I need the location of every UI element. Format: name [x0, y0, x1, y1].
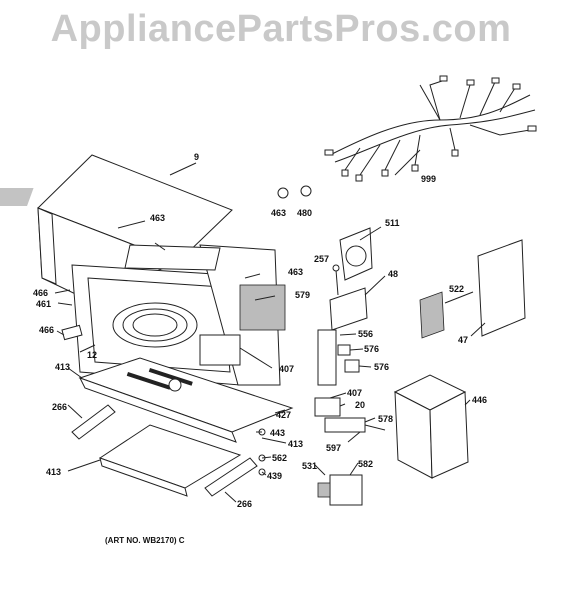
callout-522: 522	[449, 284, 464, 294]
callout-466-case: 466	[33, 288, 48, 298]
callout-461: 461	[36, 299, 51, 309]
callout-443: 443	[270, 428, 285, 438]
screw	[332, 264, 340, 296]
cavity-assembly	[124, 244, 286, 386]
leader-lines	[54, 149, 486, 503]
callout-413-base: 413	[288, 439, 303, 449]
front-panel	[71, 264, 241, 386]
callout-47: 47	[458, 335, 468, 345]
base-plate	[98, 424, 242, 497]
callout-480: 480	[297, 208, 312, 218]
knobs	[277, 185, 312, 199]
callout-531: 531	[302, 461, 317, 471]
transformer	[317, 474, 363, 506]
watermark-text: AppliancePartsPros.com	[50, 8, 512, 50]
high-voltage-parts	[314, 397, 386, 433]
switch-bracket	[329, 287, 368, 331]
art-number: (ART NO. WB2170) C	[105, 536, 185, 545]
callout-579: 579	[295, 290, 310, 300]
callout-266-left: 266	[52, 402, 67, 412]
callout-463-knob: 463	[271, 208, 286, 218]
callout-597: 597	[326, 443, 341, 453]
small-hardware	[61, 324, 266, 476]
callout-999: 999	[421, 174, 436, 184]
callout-20: 20	[355, 400, 365, 410]
callout-12: 12	[87, 350, 97, 360]
callout-463-cavity: 463	[288, 267, 303, 277]
callout-556: 556	[358, 329, 373, 339]
callout-576-upper: 576	[364, 344, 379, 354]
callout-413-plate: 413	[46, 467, 61, 477]
side-panel	[419, 239, 526, 339]
callout-407-switch: 407	[347, 388, 362, 398]
callout-266-right: 266	[237, 499, 252, 509]
callout-511: 511	[385, 218, 400, 228]
transformer-cover	[393, 374, 469, 479]
callout-582: 582	[358, 459, 373, 469]
brackets	[71, 404, 258, 497]
fan-motor	[339, 227, 373, 281]
callout-463-case: 463	[150, 213, 165, 223]
bottom-tray	[78, 357, 294, 443]
callout-446: 446	[472, 395, 487, 405]
callout-576-lower: 576	[374, 362, 389, 372]
callout-48: 48	[388, 269, 398, 279]
callout-466-latch: 466	[39, 325, 54, 335]
callout-407-cavity: 407	[279, 364, 294, 374]
callout-9: 9	[194, 152, 199, 162]
callout-562: 562	[272, 453, 287, 463]
callout-578: 578	[378, 414, 393, 424]
callout-427: 427	[276, 410, 291, 420]
callout-439: 439	[267, 471, 282, 481]
wire-harness	[324, 75, 537, 182]
callout-257: 257	[314, 254, 329, 264]
callout-413-tray: 413	[55, 362, 70, 372]
interlock-switches	[317, 329, 360, 386]
